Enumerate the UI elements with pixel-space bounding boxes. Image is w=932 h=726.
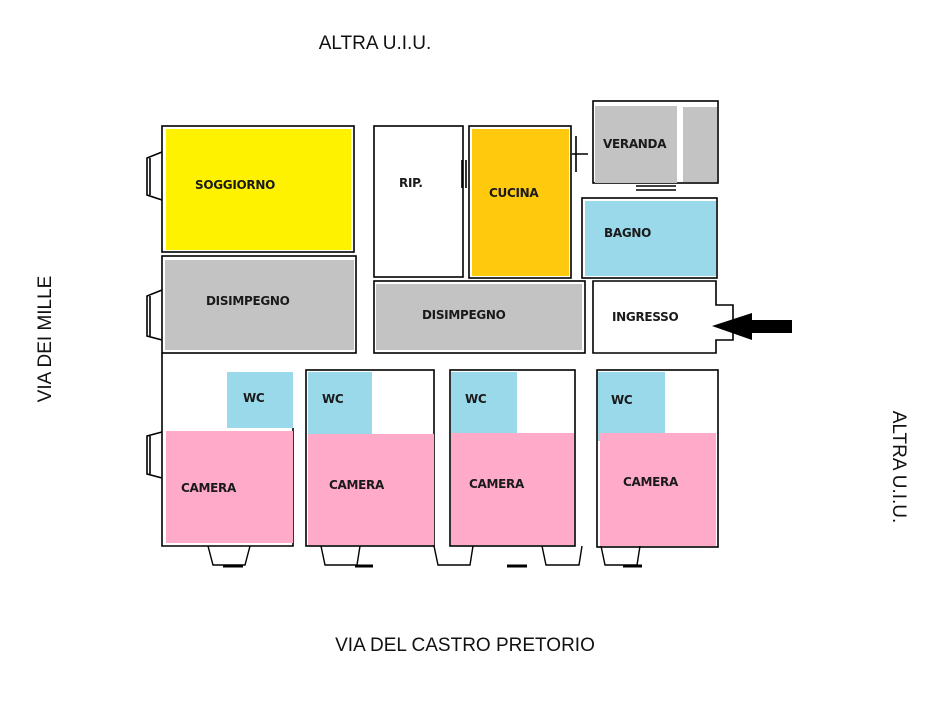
room-camera-1: CAMERA <box>166 431 293 543</box>
room-wc-4: WC <box>598 372 665 441</box>
label-via-castro-pretorio: VIA DEL CASTRO PRETORIO <box>335 635 595 656</box>
room-ingresso: INGRESSO <box>612 310 679 324</box>
svg-text:CUCINA: CUCINA <box>489 186 539 200</box>
room-ripostiglio: RIP. <box>399 176 423 190</box>
svg-text:CAMERA: CAMERA <box>181 481 237 495</box>
svg-text:WC: WC <box>611 393 633 407</box>
room-cucina: CUCINA <box>472 129 569 276</box>
svg-text:RIP.: RIP. <box>399 176 423 190</box>
room-camera-2: CAMERA <box>308 434 434 545</box>
label-top-neighbor: ALTRA U.I.U. <box>319 33 432 54</box>
svg-text:WC: WC <box>465 392 487 406</box>
label-via-dei-mille: VIA DEI MILLE <box>35 276 56 403</box>
room-wc-1: WC <box>227 372 293 428</box>
room-wc-2: WC <box>308 372 372 440</box>
svg-text:CAMERA: CAMERA <box>623 475 679 489</box>
svg-text:SOGGIORNO: SOGGIORNO <box>195 178 275 192</box>
svg-text:CAMERA: CAMERA <box>329 478 385 492</box>
label-right-neighbor: ALTRA U.I.U. <box>888 411 909 524</box>
svg-text:DISIMPEGNO: DISIMPEGNO <box>422 308 506 322</box>
room-disimpegno-1: DISIMPEGNO <box>165 260 354 350</box>
room-soggiorno: SOGGIORNO <box>166 129 351 250</box>
svg-text:BAGNO: BAGNO <box>604 226 651 240</box>
balcony-windows <box>207 545 642 568</box>
svg-text:WC: WC <box>243 391 265 405</box>
svg-text:WC: WC <box>322 392 344 406</box>
room-bagno: BAGNO <box>585 201 716 276</box>
svg-text:CAMERA: CAMERA <box>469 477 525 491</box>
room-wc-3: WC <box>451 372 517 441</box>
svg-text:VERANDA: VERANDA <box>603 137 667 151</box>
room-disimpegno-2: DISIMPEGNO <box>376 284 582 350</box>
arrow-left-icon <box>712 313 792 340</box>
room-camera-3: CAMERA <box>451 433 574 545</box>
room-camera-4: CAMERA <box>600 433 716 546</box>
svg-text:DISIMPEGNO: DISIMPEGNO <box>206 294 290 308</box>
svg-text:INGRESSO: INGRESSO <box>612 310 678 324</box>
room-veranda: VERANDA <box>595 106 717 183</box>
